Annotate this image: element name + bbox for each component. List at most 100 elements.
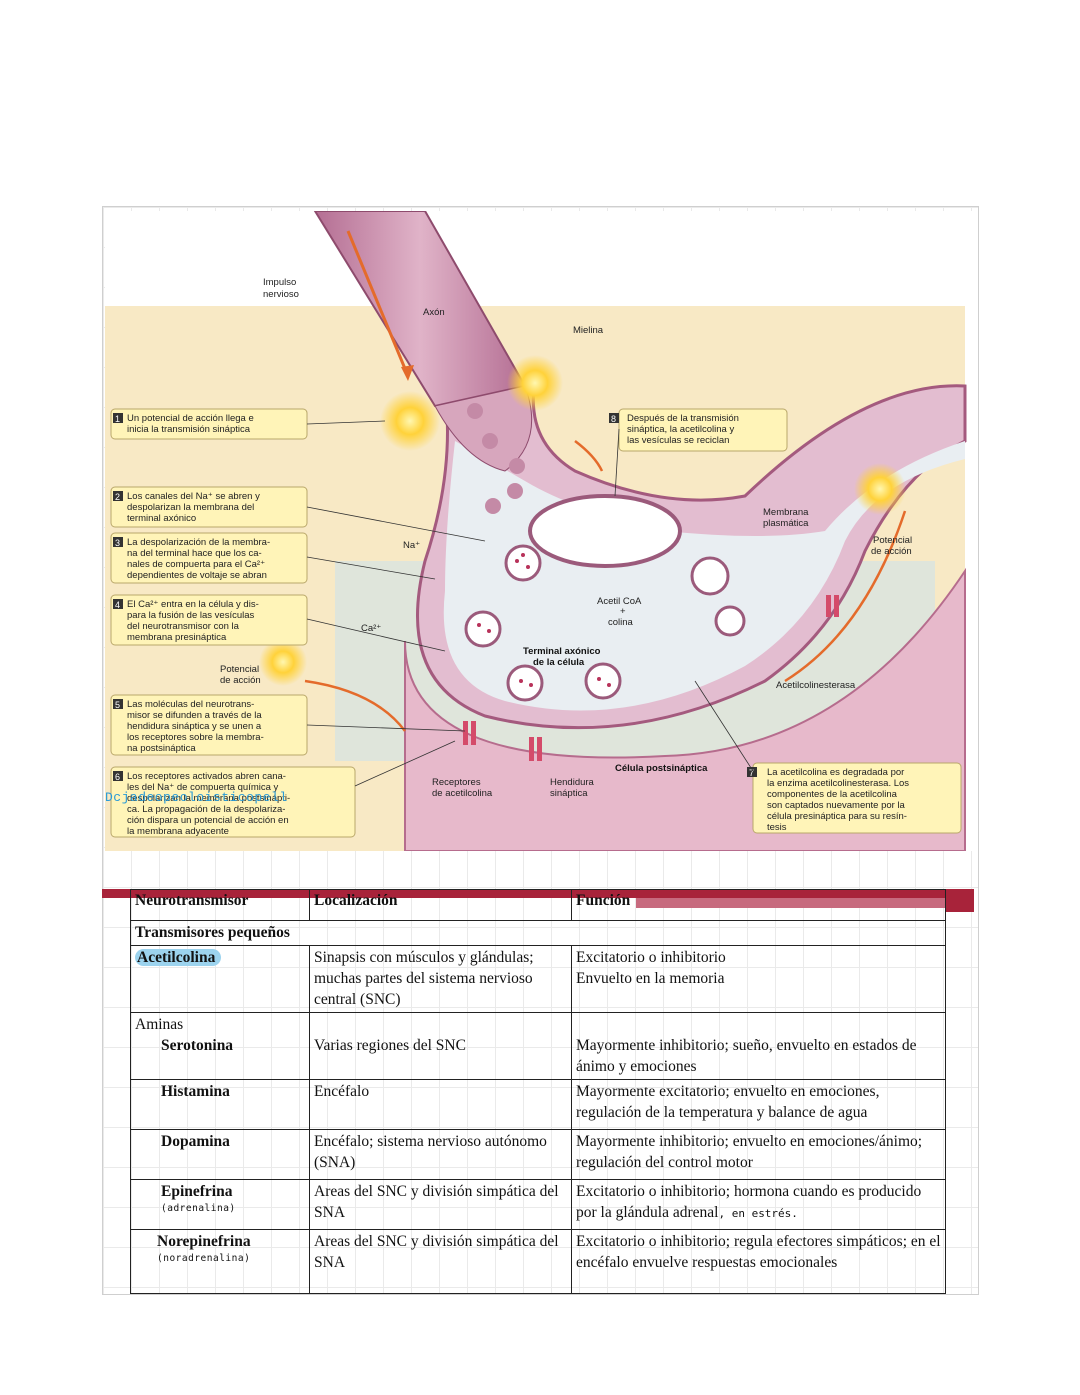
group-label: Aminas: [135, 1016, 184, 1033]
callout-3: 3 La despolarización de la membra- na de…: [110, 532, 308, 584]
svg-text:Los canales del Na⁺ se abren y: Los canales del Na⁺ se abren y: [127, 491, 260, 502]
svg-text:dependientes de voltaje se abr: dependientes de voltaje se abran: [127, 570, 267, 581]
section-row: Transmisores pequeños: [130, 920, 946, 946]
svg-text:los receptores sobre la membra: los receptores sobre la membra-: [127, 732, 264, 743]
label-cleft-2: sináptica: [550, 788, 588, 799]
label-plus: +: [620, 606, 626, 617]
svg-text:tesis: tesis: [767, 822, 787, 833]
label-membrane: Membrana: [763, 507, 809, 518]
svg-text:6: 6: [115, 772, 120, 782]
callout-1: 1 Un potencial de acción llega e inicia …: [110, 408, 308, 440]
svg-text:membrana presináptica: membrana presináptica: [127, 632, 227, 643]
label-na: Na⁺: [403, 540, 420, 551]
table-row: Histamina Encéfalo Mayormente excitatori…: [130, 1079, 946, 1130]
svg-text:son captados nuevamente por la: son captados nuevamente por la: [767, 800, 906, 811]
table-row: Aminas Serotonina Varias regiones del SN…: [130, 1012, 946, 1080]
svg-text:hendidura sináptica y se unen: hendidura sináptica y se unen a: [127, 721, 262, 732]
svg-text:del neurotransmisor con la: del neurotransmisor con la: [127, 621, 240, 632]
svg-text:4: 4: [115, 600, 120, 610]
svg-text:3: 3: [115, 538, 120, 548]
svg-text:La acetilcolina es degradada p: La acetilcolina es degradada por: [767, 767, 904, 778]
svg-text:sináptica, la acetilcolina y: sináptica, la acetilcolina y: [627, 424, 734, 435]
cell-name: Histamina: [130, 1079, 310, 1130]
table-row: Norepinefrina (noradrenalina) Areas del …: [130, 1229, 946, 1294]
svg-text:El Ca²⁺ entra en la célula y d: El Ca²⁺ entra en la célula y dis-: [127, 599, 259, 610]
label-acetyl-coa: Acetil CoA: [597, 596, 642, 607]
table-row: Acetilcolina Sinapsis con músculos y glá…: [130, 945, 946, 1013]
svg-text:la enzima acetilcolinesterasa.: la enzima acetilcolinesterasa. Los: [767, 778, 909, 789]
svg-text:ción dispara un potencial de a: ción dispara un potencial de acción en: [127, 815, 289, 826]
label-action-potential-right: Potencial: [873, 535, 912, 546]
cell-function: Mayormente inhibitorio; envuelto en emoc…: [571, 1129, 946, 1180]
svg-text:7: 7: [749, 768, 754, 778]
svg-text:8: 8: [611, 414, 616, 424]
svg-text:Un potencial de acción llega e: Un potencial de acción llega e: [127, 413, 254, 424]
name-label: Epinefrina: [161, 1183, 233, 1200]
callout-5: 5 Las moléculas del neurotrans- misor se…: [110, 694, 308, 756]
cell-name: Acetilcolina: [130, 945, 310, 1013]
cell-location: Encéfalo: [309, 1079, 572, 1130]
label-axon: Axón: [423, 307, 445, 318]
label-ca: Ca²⁺: [361, 623, 381, 634]
svg-text:5: 5: [115, 700, 120, 710]
handwritten-note: (adrenalina): [161, 1203, 236, 1214]
svg-text:las vesículas se reciclan: las vesículas se reciclan: [627, 435, 729, 446]
function-text: Excitatorio o inhibitorio; hormona cuand…: [576, 1183, 922, 1221]
cell-name: Epinefrina (adrenalina): [130, 1179, 310, 1230]
cell-function: Mayormente excitatorio; envuelto en emoc…: [571, 1079, 946, 1130]
table-header-row: Neurotransmisor Localización Función: [130, 889, 946, 921]
svg-text:misor se difunden a través de: misor se difunden a través de la: [127, 710, 262, 721]
label-impulse: Impulso: [263, 277, 296, 288]
svg-text:Las moléculas del neurotrans-: Las moléculas del neurotrans-: [127, 699, 254, 710]
svg-text:la membrana adyacente: la membrana adyacente: [127, 826, 229, 837]
label-postsynaptic: Célula postsináptica: [615, 763, 708, 774]
cell-function: Excitatorio o inhibitorio Envuelto en la…: [571, 945, 946, 1013]
cell-function: Excitatorio o inhibitorio; regula efecto…: [571, 1229, 946, 1294]
cell-function: Mayormente inhibitorio; sueño, envuelto …: [571, 1012, 946, 1080]
cell-location: Areas del SNC y división simpática del S…: [309, 1179, 572, 1230]
section-small-transmitters: Transmisores pequeños: [130, 920, 946, 946]
svg-text:na del terminal hace que los c: na del terminal hace que los ca-: [127, 548, 262, 559]
svg-text:ca. La propagación de la despo: ca. La propagación de la despolariza-: [127, 804, 285, 815]
svg-text:para la fusión de las vesícula: para la fusión de las vesículas: [127, 610, 255, 621]
handwritten-addition: , en estrés.: [718, 1207, 798, 1220]
callout-7: 7 La acetilcolina es degradada por la en…: [747, 762, 962, 834]
svg-text:despolarizan la membrana posts: despolarizan la membrana postsinápti-: [127, 793, 290, 804]
label-colina: colina: [608, 617, 634, 628]
label-action-potential-left-2: de acción: [220, 675, 261, 686]
svg-text:inicia la transmisión sináptic: inicia la transmisión sináptica: [127, 424, 251, 435]
table-row: Dopamina Encéfalo; sistema nervioso autó…: [130, 1129, 946, 1180]
cell-function: Excitatorio o inhibitorio; hormona cuand…: [571, 1179, 946, 1230]
cell-name: Norepinefrina (noradrenalina): [130, 1229, 310, 1294]
label-action-potential-right-2: de acción: [871, 546, 912, 557]
cell-name: Dopamina: [130, 1129, 310, 1180]
name-label: Norepinefrina: [157, 1233, 251, 1250]
header-neurotransmitter: Neurotransmisor: [130, 889, 310, 921]
label-action-potential-left: Potencial: [220, 664, 259, 675]
label-terminal: Terminal axónico: [523, 646, 601, 657]
svg-text:1: 1: [115, 414, 120, 424]
synapse-figure: Impulso nervioso Axón Mielina Membrana p…: [105, 211, 978, 851]
label-membrane-2: plasmática: [763, 518, 809, 529]
svg-text:nales de compuerta para el Ca²: nales de compuerta para el Ca²⁺: [127, 559, 265, 570]
callout-6: 6 Los receptores activados abren cana- l…: [110, 766, 356, 838]
callout-8: 8 Después de la transmisión sináptica, l…: [609, 408, 788, 452]
svg-text:2: 2: [115, 492, 120, 502]
header-function: Función: [571, 889, 946, 921]
svg-text:La despolarización de la membr: La despolarización de la membra-: [127, 537, 270, 548]
callout-2: 2 Los canales del Na⁺ se abren y despola…: [110, 486, 308, 528]
svg-text:na postsináptica: na postsináptica: [127, 743, 196, 754]
cell-location: Sinapsis con músculos y glándulas; mucha…: [309, 945, 572, 1013]
label-receptors: Receptores: [432, 777, 481, 788]
svg-text:les del Na⁺ de compuerta quími: les del Na⁺ de compuerta química y: [127, 782, 279, 793]
synapse-diagram: Impulso nervioso Axón Mielina Membrana p…: [105, 211, 978, 851]
label-cleft: Hendidura: [550, 777, 595, 788]
table-row: Epinefrina (adrenalina) Areas del SNC y …: [130, 1179, 946, 1230]
label-receptors-2: de acetilcolina: [432, 788, 493, 799]
table-header-bar-tail: [945, 898, 974, 912]
label-myelin: Mielina: [573, 325, 604, 336]
name-label: Serotonina: [161, 1037, 234, 1054]
neurotransmitter-table: Neurotransmisor Localización Función Tra…: [130, 889, 946, 1294]
label-acetylcholinesterase: Acetilcolinesterasa: [776, 680, 856, 691]
svg-text:célula presináptica para su re: célula presináptica para su resín-: [767, 811, 907, 822]
